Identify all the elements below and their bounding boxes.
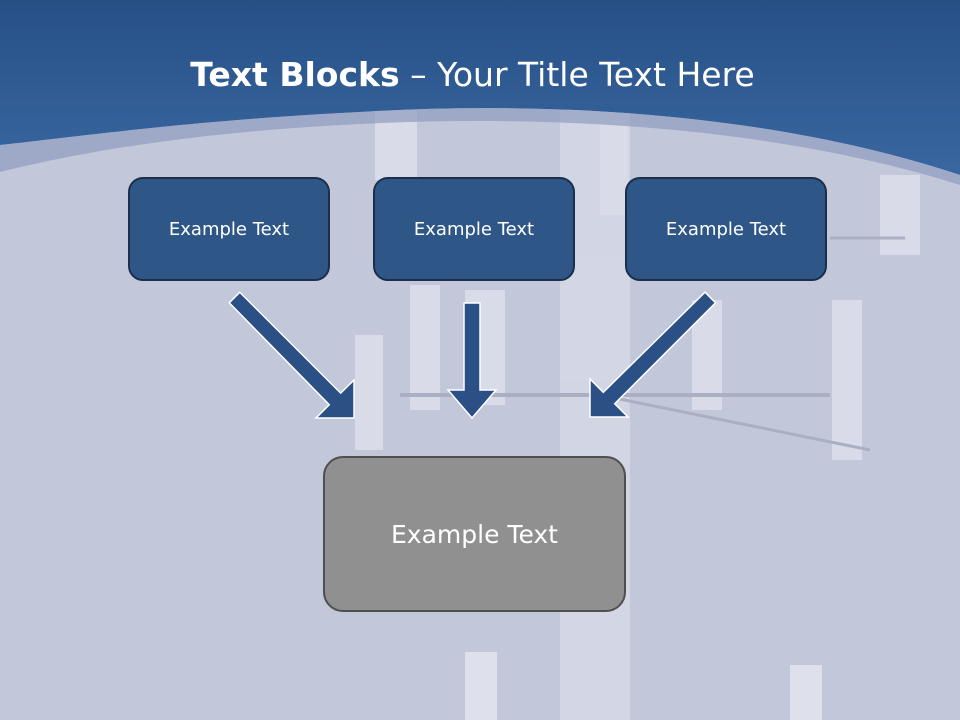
text-block-1[interactable]: Example Text (128, 177, 330, 281)
text-block-2[interactable]: Example Text (373, 177, 575, 281)
slide-title: Text Blocks – Your Title Text Here (0, 52, 945, 98)
title-bold-text: Text Blocks (190, 55, 400, 94)
title-rest-text: – Your Title Text Here (399, 55, 755, 94)
text-block-3[interactable]: Example Text (625, 177, 827, 281)
text-block-main[interactable]: Example Text (323, 456, 626, 612)
